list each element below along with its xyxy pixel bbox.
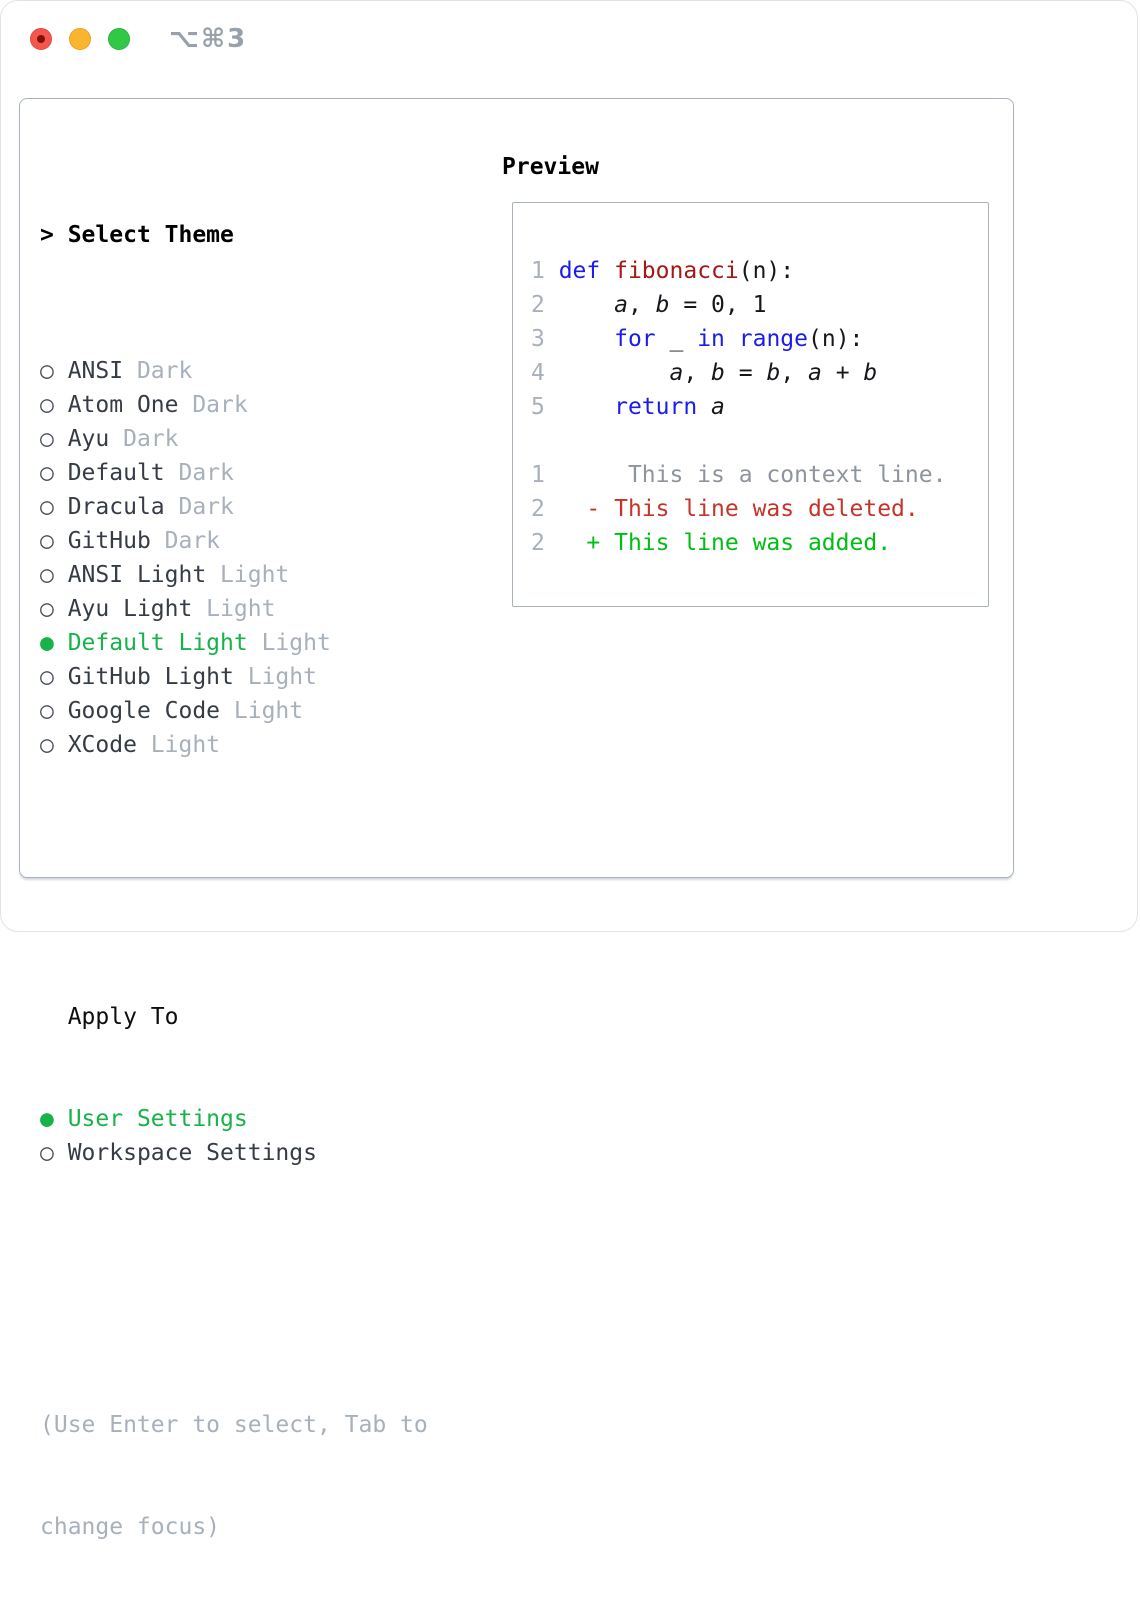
code-line: 4 a, b = b, a + b <box>531 360 878 386</box>
window-titlebar: ⌥⌘3 <box>30 24 248 54</box>
theme-list: ○ ANSI Dark○ Atom One Dark○ Ayu Dark○ De… <box>40 354 428 762</box>
zoom-button[interactable] <box>108 28 130 50</box>
radio-icon: ○ <box>40 528 68 554</box>
theme-variant: Light <box>136 732 221 758</box>
code-line: 2 + This line was added. <box>531 530 892 556</box>
theme-variant: Dark <box>164 460 234 486</box>
theme-option-ansi-light[interactable]: ○ ANSI Light Light <box>40 558 428 592</box>
help-text-line: (Use Enter to select, Tab to <box>40 1412 428 1438</box>
theme-variant: Dark <box>123 358 193 384</box>
radio-icon: ○ <box>40 698 68 724</box>
theme-name: ANSI <box>67 358 124 384</box>
code-line: 5 return a <box>531 394 725 420</box>
apply-option-label: Workspace Settings <box>67 1140 317 1166</box>
apply-option-user-settings[interactable]: ● User Settings <box>40 1102 428 1136</box>
theme-option-ayu[interactable]: ○ Ayu Dark <box>40 422 428 456</box>
apply-option-label: User Settings <box>67 1106 248 1132</box>
theme-option-xcode[interactable]: ○ XCode Light <box>40 728 428 762</box>
app-window: ⌥⌘3 > Select Theme ○ ANSI Dark○ Atom One… <box>0 0 1138 1540</box>
theme-variant: Light <box>247 630 331 656</box>
theme-option-dracula[interactable]: ○ Dracula Dark <box>40 490 428 524</box>
apply-to-list: ● User Settings○ Workspace Settings <box>40 1102 428 1170</box>
apply-to-header: Apply To <box>67 1004 179 1030</box>
section-gap <box>40 864 428 898</box>
section-gap <box>40 1272 428 1306</box>
theme-variant: Light <box>233 664 317 690</box>
code-line: 2 - This line was deleted. <box>531 496 919 522</box>
select-theme-title: Select Theme <box>67 222 234 248</box>
radio-selected-icon: ● <box>40 1106 68 1132</box>
select-theme-header: > Select Theme <box>40 218 428 252</box>
theme-option-github[interactable]: ○ GitHub Dark <box>40 524 428 558</box>
theme-name: Dracula <box>67 494 165 520</box>
theme-name: GitHub Light <box>67 664 234 690</box>
code-line: 1 This is a context line. <box>531 462 947 488</box>
theme-variant: Light <box>192 596 276 622</box>
theme-variant: Light <box>220 698 304 724</box>
apply-option-workspace-settings[interactable]: ○ Workspace Settings <box>40 1136 428 1170</box>
theme-option-ansi[interactable]: ○ ANSI Dark <box>40 354 428 388</box>
theme-name: Google Code <box>67 698 221 724</box>
theme-option-atom-one[interactable]: ○ Atom One Dark <box>40 388 428 422</box>
code-line: 1 def fibonacci(n): <box>531 258 795 284</box>
radio-icon: ○ <box>40 426 68 452</box>
theme-picker-column: > Select Theme ○ ANSI Dark○ Atom One Dar… <box>40 150 428 1612</box>
radio-icon: ○ <box>40 562 68 588</box>
radio-icon: ○ <box>40 358 68 384</box>
code-line <box>531 424 946 458</box>
help-text-line: change focus) <box>40 1514 221 1540</box>
theme-picker-panel: > Select Theme ○ ANSI Dark○ Atom One Dar… <box>19 98 1014 1540</box>
theme-variant: Dark <box>150 528 221 554</box>
minimize-button[interactable] <box>69 28 91 50</box>
radio-icon: ○ <box>40 494 68 520</box>
code-line: 2 a, b = 0, 1 <box>531 292 767 318</box>
radio-icon: ○ <box>40 732 68 758</box>
theme-name: XCode <box>67 732 137 758</box>
radio-icon: ○ <box>40 664 68 690</box>
radio-icon: ○ <box>40 460 68 486</box>
theme-name: Atom One <box>67 392 179 418</box>
theme-name: Default Light <box>67 630 248 656</box>
preview-pane: 1 def fibonacci(n): 2 a, b = 0, 1 3 for _ … <box>512 202 989 607</box>
theme-option-default[interactable]: ○ Default Dark <box>40 456 428 490</box>
theme-name: Ayu <box>67 426 110 452</box>
cursor-icon: > <box>40 222 68 248</box>
theme-variant: Dark <box>164 494 234 520</box>
theme-name: Ayu Light <box>67 596 193 622</box>
window-shortcut-label: ⌥⌘3 <box>169 24 248 54</box>
code-preview: 1 def fibonacci(n): 2 a, b = 0, 1 3 for _ … <box>531 254 946 560</box>
radio-icon: ○ <box>40 596 68 622</box>
theme-name: GitHub <box>67 528 151 554</box>
close-button[interactable] <box>30 28 52 50</box>
theme-variant: Dark <box>109 426 179 452</box>
theme-variant: Dark <box>178 392 248 418</box>
theme-name: ANSI Light <box>67 562 207 588</box>
preview-header: Preview <box>502 154 599 180</box>
radio-icon: ○ <box>40 392 68 418</box>
radio-icon: ○ <box>40 1140 68 1166</box>
radio-selected-icon: ● <box>40 630 68 656</box>
theme-option-ayu-light[interactable]: ○ Ayu Light Light <box>40 592 428 626</box>
theme-variant: Light <box>206 562 290 588</box>
theme-option-default-light[interactable]: ● Default Light Light <box>40 626 428 660</box>
theme-option-google-code[interactable]: ○ Google Code Light <box>40 694 428 728</box>
theme-name: Default <box>67 460 165 486</box>
code-line: 3 for _ in range(n): <box>531 326 864 352</box>
theme-option-github-light[interactable]: ○ GitHub Light Light <box>40 660 428 694</box>
